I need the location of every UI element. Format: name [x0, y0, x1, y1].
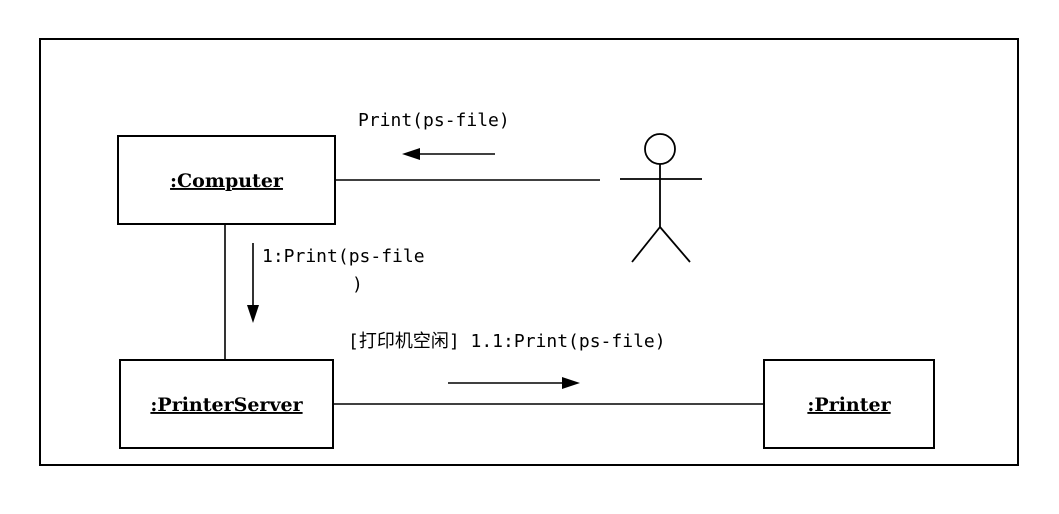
object-computer-label: :Computer	[170, 170, 284, 192]
object-printer-server-label: :PrinterServer	[150, 394, 303, 416]
object-printer-box	[763, 359, 935, 449]
object-computer[interactable]: :Computer	[117, 135, 336, 225]
arrow-right-icon	[562, 377, 580, 389]
diagram-frame	[39, 38, 1019, 466]
actor-user-icon[interactable]	[620, 133, 702, 263]
arrow-down-icon	[247, 305, 259, 323]
object-computer-box	[117, 135, 336, 225]
message-print-to-printer: [打印机空闲] 1.1:Print(ps-file)	[348, 331, 666, 389]
message-1-1-print-label: [打印机空闲] 1.1:Print(ps-file)	[348, 331, 666, 352]
object-printer[interactable]: :Printer	[763, 359, 935, 449]
arrow-left-icon	[402, 148, 420, 160]
actor-head	[644, 133, 676, 165]
message-print-to-server: 1:Print(ps-file )	[247, 243, 425, 323]
message-print-to-computer: Print(ps-file)	[358, 110, 510, 160]
object-printer-server[interactable]: :PrinterServer	[119, 359, 334, 449]
object-printer-label: :Printer	[807, 394, 891, 416]
message-print-label: Print(ps-file)	[358, 110, 510, 131]
message-1-print-label-line1: 1:Print(ps-file	[262, 246, 425, 267]
actor-left-leg	[631, 226, 661, 263]
object-printer-server-box	[119, 359, 334, 449]
actor-right-leg	[659, 226, 691, 263]
message-1-print-label-line2: )	[352, 274, 363, 295]
